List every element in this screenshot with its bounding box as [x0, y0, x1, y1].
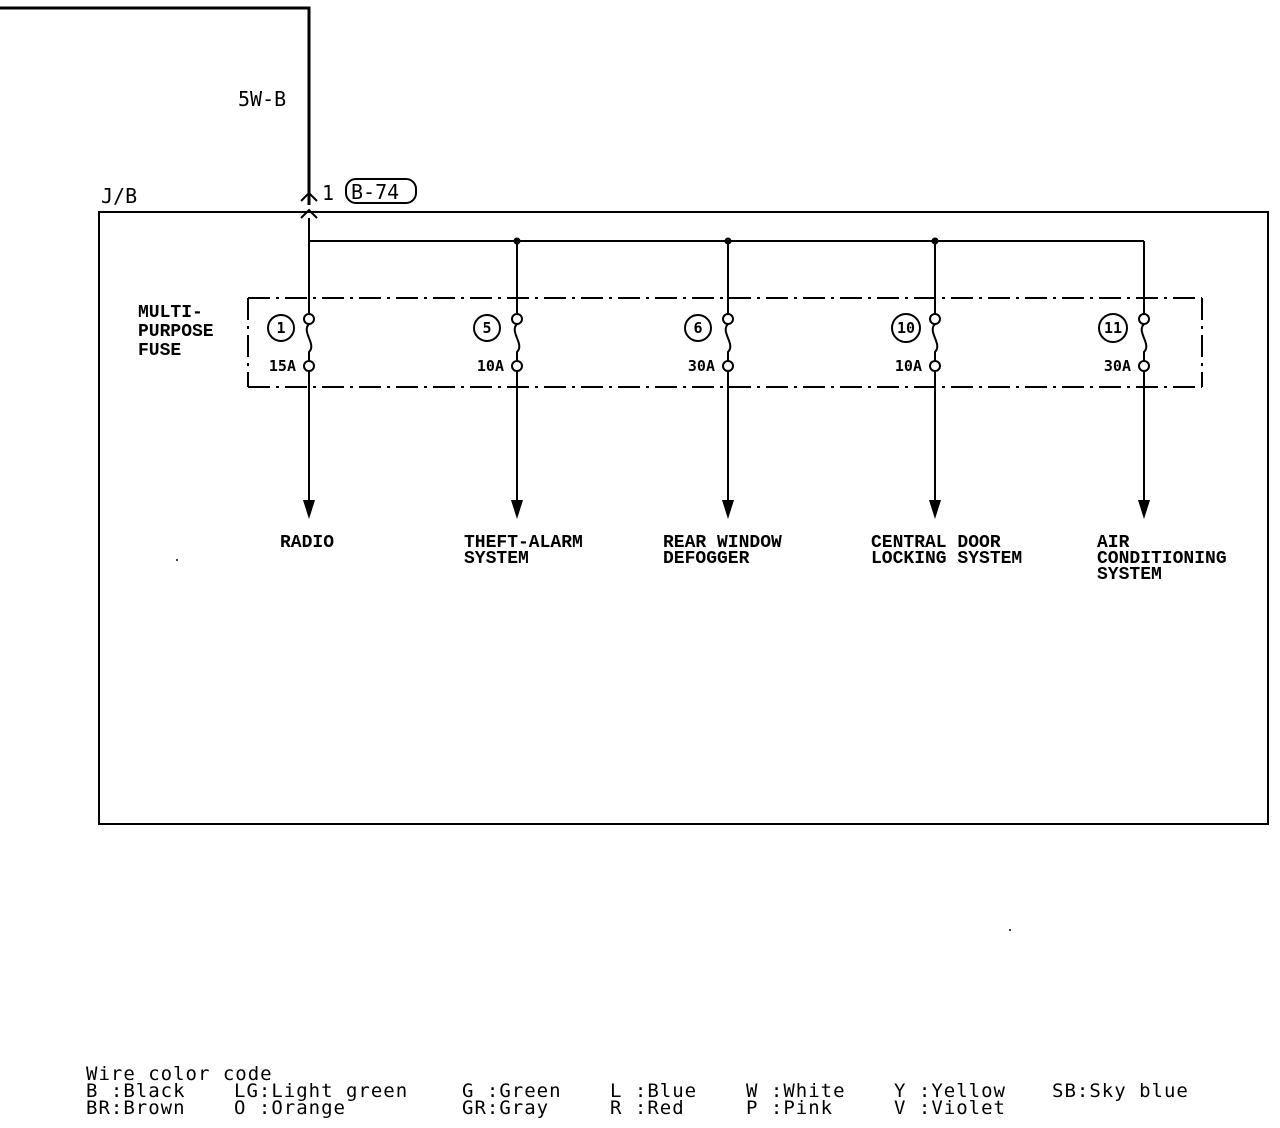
wire-code-label: 5W-B [238, 87, 286, 111]
fuse-number: 5 [482, 319, 491, 337]
fuse-number: 10 [897, 319, 915, 337]
arrow-down-icon [722, 500, 734, 519]
load-label: RADIO [280, 533, 334, 553]
arrow-down-icon [511, 500, 523, 519]
fuse-rating: 30A [1104, 357, 1131, 375]
fuse-number: 6 [693, 319, 702, 337]
legend-entry: B :Black [86, 1080, 186, 1102]
junction-block-label: J/B [101, 184, 137, 208]
fuse-terminal-bottom [511, 360, 523, 372]
load-label: REAR WINDOW [663, 533, 782, 553]
arrow-down-icon [303, 500, 315, 519]
legend-entry: GR:Gray [462, 1097, 550, 1119]
fuse-number-circle [891, 313, 921, 343]
arrow-down-icon [929, 500, 941, 519]
feed-wire [0, 6, 311, 205]
fuse-terminal-top [929, 313, 941, 325]
fuse-element-icon [931, 323, 939, 361]
load-label: SYSTEM [464, 549, 529, 569]
fuse-terminal-top [722, 313, 734, 325]
fuse-group-label: MULTI- [138, 303, 203, 323]
fuse-terminal-top [511, 313, 523, 325]
legend-entry: R :Red [610, 1097, 685, 1119]
legend-entry: Y :Yellow [894, 1080, 1006, 1102]
fuse-rating: 10A [477, 357, 504, 375]
fuse-number: 1 [276, 319, 285, 337]
fuse-number-circle [684, 314, 712, 342]
fuse-terminal-top [1138, 313, 1150, 325]
legend-entry: LG:Light green [234, 1080, 409, 1102]
fuse-number-circle [473, 314, 501, 342]
connector-symbol [300, 191, 318, 202]
load-label: AIR [1097, 533, 1130, 553]
connector-id-label: B-74 [351, 180, 399, 204]
fuse-rating: 30A [688, 357, 715, 375]
legend-entry: V :Violet [894, 1097, 1006, 1119]
fuse-element-icon [1140, 323, 1148, 361]
fuse-rating: 10A [895, 357, 922, 375]
fuse-group-label: FUSE [138, 341, 181, 361]
junction-block [98, 211, 1269, 825]
legend-entry: P :Pink [746, 1097, 834, 1119]
fuse-terminal-bottom [929, 360, 941, 372]
load-label: CENTRAL DOOR [871, 533, 1001, 553]
load-label: SYSTEM [1097, 565, 1162, 585]
fuse-terminal-bottom [1138, 360, 1150, 372]
fuse-rating: 15A [269, 357, 296, 375]
legend-entry: O :Orange [234, 1097, 346, 1119]
fuse-number-circle [1098, 313, 1128, 343]
load-label: DEFOGGER [663, 549, 750, 569]
fuse-element-icon [724, 323, 732, 361]
connector-id-box [345, 178, 417, 204]
fuse-branch: 11 30A AIR CONDITIONING SYSTEM [1097, 241, 1227, 585]
fuse-element-icon [305, 323, 313, 361]
fuse-branch: 6 30A REAR WINDOW DEFOGGER [663, 237, 782, 569]
speck [176, 559, 178, 561]
fuse-terminal-top [303, 313, 315, 325]
fuse-number-circle [267, 314, 295, 342]
fuse-element-icon [513, 323, 521, 361]
fuse-branch: 5 10A THEFT-ALARM SYSTEM [464, 237, 583, 569]
load-label: CONDITIONING [1097, 549, 1227, 569]
legend-title: Wire color code [86, 1063, 273, 1085]
connector-symbol-lower [300, 208, 318, 219]
speck [1009, 929, 1011, 931]
fuse-number: 11 [1104, 319, 1122, 337]
legend-entry: SB:Sky blue [1052, 1080, 1189, 1102]
legend-entry: W :White [746, 1080, 846, 1102]
legend-entry: L :Blue [610, 1080, 698, 1102]
legend-entry: BR:Brown [86, 1097, 186, 1119]
fuse-branch: 1 15A RADIO [267, 241, 334, 553]
load-label: LOCKING SYSTEM [871, 549, 1022, 569]
load-label: THEFT-ALARM [464, 533, 583, 553]
fuse-terminal-bottom [722, 360, 734, 372]
legend-entry: G :Green [462, 1080, 562, 1102]
fuse-group-label: PURPOSE [138, 322, 214, 342]
connector-pin-label: 1 [322, 181, 334, 205]
arrow-down-icon [1138, 500, 1150, 519]
fuse-branch: 10 10A CENTRAL DOOR LOCKING SYSTEM [871, 237, 1022, 569]
fuse-block-outline [247, 297, 1203, 388]
fuse-terminal-bottom [303, 360, 315, 372]
